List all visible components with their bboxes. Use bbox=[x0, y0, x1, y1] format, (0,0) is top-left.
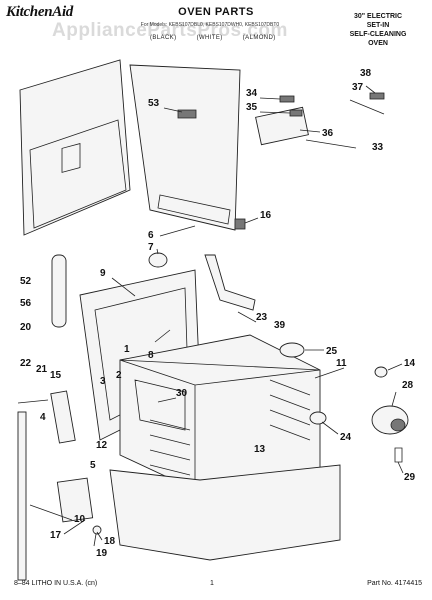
callout-56: 56 bbox=[20, 298, 32, 309]
callout-16: 16 bbox=[260, 210, 272, 221]
callout-20: 20 bbox=[20, 322, 32, 333]
hinge-bracket bbox=[50, 390, 76, 444]
callout-18: 18 bbox=[104, 536, 116, 547]
leader-lines bbox=[29, 85, 404, 547]
callout-6: 6 bbox=[148, 230, 154, 241]
callout-13: 13 bbox=[254, 444, 266, 455]
callout-22: 22 bbox=[20, 358, 32, 369]
bottom-insulation bbox=[109, 464, 341, 561]
callout-10: 10 bbox=[74, 514, 86, 525]
callout-25: 25 bbox=[326, 346, 338, 357]
part-number: Part No. 4174415 bbox=[367, 580, 422, 587]
callout-37: 37 bbox=[352, 82, 364, 93]
callout-7: 7 bbox=[148, 242, 154, 253]
screw bbox=[92, 525, 102, 535]
color-white: (WHITE) bbox=[196, 35, 223, 41]
back-panel bbox=[129, 64, 241, 231]
watermark: AppliancePartsPros.com bbox=[52, 20, 288, 41]
litho-line: 8–84 LITHO IN U.S.A. (cn) bbox=[14, 580, 98, 587]
callout-17: 17 bbox=[50, 530, 62, 541]
callout-19: 19 bbox=[96, 548, 108, 559]
element-terminal bbox=[309, 411, 327, 425]
left-strip bbox=[51, 254, 67, 328]
model-numbers: For Models: KEBS107DBL0, KEBS107DWH0, KE… bbox=[140, 22, 280, 28]
callout-21: 21 bbox=[36, 364, 48, 375]
callout-24: 24 bbox=[340, 432, 352, 443]
grommet bbox=[374, 366, 388, 378]
callout-33: 33 bbox=[372, 142, 384, 153]
brand-logo: KitchenAid bbox=[6, 4, 74, 20]
color-black: (BLACK) bbox=[150, 35, 177, 41]
callout-39: 39 bbox=[274, 320, 286, 331]
knob bbox=[148, 252, 168, 268]
callout-23: 23 bbox=[256, 312, 268, 323]
callout-8: 8 bbox=[148, 350, 154, 361]
callout-52: 52 bbox=[20, 276, 32, 287]
vent-duct bbox=[204, 254, 256, 311]
cover-disc bbox=[279, 342, 305, 358]
callout-28: 28 bbox=[402, 380, 414, 391]
product-description: 30" ELECTRIC SET-IN SELF-CLEANING OVEN bbox=[349, 13, 407, 47]
callout-53: 53 bbox=[148, 98, 160, 109]
callout-35: 35 bbox=[246, 102, 258, 113]
rack-guides bbox=[149, 379, 311, 476]
callout-15: 15 bbox=[50, 370, 62, 381]
page-title: OVEN PARTS bbox=[178, 6, 254, 18]
callout-1: 1 bbox=[124, 344, 130, 355]
callout-4: 4 bbox=[40, 412, 46, 423]
callout-2: 2 bbox=[116, 370, 122, 381]
callout-38: 38 bbox=[360, 68, 372, 79]
callout-12: 12 bbox=[96, 440, 108, 451]
callout-3: 3 bbox=[100, 376, 106, 387]
door-latch bbox=[56, 477, 94, 523]
callout-14: 14 bbox=[404, 358, 416, 369]
callout-29: 29 bbox=[404, 472, 416, 483]
callout-5: 5 bbox=[90, 460, 96, 471]
callout-36: 36 bbox=[322, 128, 334, 139]
callout-34: 34 bbox=[246, 88, 258, 99]
rear-panel bbox=[19, 59, 131, 236]
page-number: 1 bbox=[210, 580, 214, 587]
door-gasket bbox=[17, 411, 27, 581]
callout-labels: 53 34 35 36 37 38 33 16 6 7 52 56 20 9 2… bbox=[20, 68, 416, 559]
color-codes: (BLACK) (WHITE) (ALMOND) bbox=[150, 35, 294, 41]
callout-9: 9 bbox=[100, 268, 106, 279]
callout-11: 11 bbox=[336, 358, 347, 369]
callout-30: 30 bbox=[176, 388, 188, 399]
color-almond: (ALMOND) bbox=[242, 35, 276, 41]
